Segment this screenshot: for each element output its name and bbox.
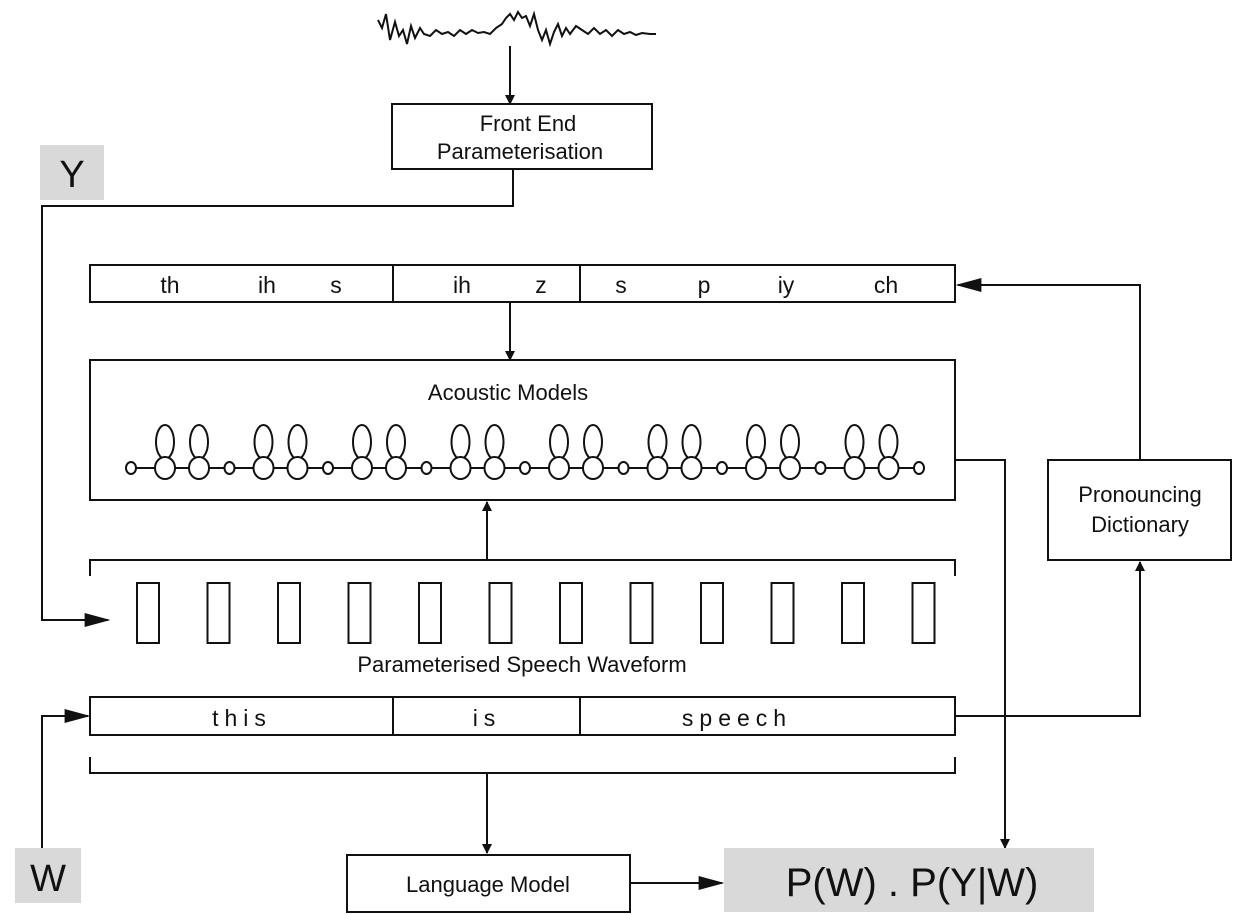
hmm-connector-node: [420, 461, 433, 475]
dictionary-to-phones-line: [955, 278, 1141, 460]
word-sequence-box: [89, 696, 956, 736]
acoustic-models-box: [89, 359, 956, 501]
speech-waveform: [377, 10, 656, 48]
hmm-self-loop: [287, 424, 308, 460]
waveform-frame: [277, 582, 301, 644]
acoustic-to-result-line: [955, 459, 1010, 849]
hmm-connector-node: [125, 461, 137, 475]
waveform-frame: [206, 582, 231, 644]
language-model-box: [346, 854, 631, 913]
phone-sequence-box: [89, 264, 956, 303]
waveform-frame: [700, 582, 724, 644]
result-box: [724, 848, 1094, 912]
language-model-label: Language Model: [406, 872, 570, 897]
param-waveform-label: Parameterised Speech Waveform: [357, 652, 686, 677]
phone-label: ch: [874, 272, 898, 298]
hmm-state: [351, 456, 373, 480]
waveform-frame: [347, 582, 372, 644]
hmm-state: [745, 456, 767, 480]
word-feed-line: [41, 709, 91, 848]
word-label: speech: [682, 705, 792, 731]
hmm-self-loop: [780, 424, 800, 460]
y-badge: [40, 145, 104, 200]
front-end-box: [391, 103, 653, 170]
phone-labels: th ih s ih z s p iy ch: [160, 272, 898, 298]
hmm-connector-node: [716, 461, 728, 475]
acoustic-models-title: Acoustic Models: [428, 380, 588, 405]
hmm-chain: [125, 424, 925, 480]
hmm-self-loop: [155, 424, 175, 460]
hmm-state: [252, 456, 275, 480]
pronouncing-dictionary-label-2: Dictionary: [1091, 512, 1189, 537]
hmm-state: [154, 456, 176, 480]
word-label: is: [473, 705, 502, 731]
waveform-frame: [418, 582, 442, 644]
hmm-self-loop: [583, 424, 603, 460]
front-end-label-2: Parameterisation: [437, 139, 603, 164]
hmm-self-loop: [681, 424, 702, 460]
pronouncing-dictionary-label-1: Pronouncing: [1078, 482, 1202, 507]
waveform-frame: [911, 582, 936, 644]
waveform-frame: [488, 582, 513, 644]
waveform-frames: [136, 582, 936, 644]
waveform-frame: [770, 582, 795, 644]
front-end-label-1: Front End: [480, 111, 577, 136]
hmm-connector-node: [814, 461, 827, 475]
observation-feed-line: [41, 169, 514, 627]
hmm-self-loop: [647, 424, 668, 460]
phone-label: ih: [258, 272, 276, 298]
waveform-frame: [559, 582, 583, 644]
hmm-self-loop: [352, 424, 372, 460]
hmm-state: [680, 456, 703, 480]
y-label: Y: [59, 154, 84, 196]
hmm-self-loop: [484, 424, 505, 460]
word-label: this: [212, 705, 272, 731]
hmm-state: [877, 456, 900, 480]
hmm-connector-node: [617, 461, 630, 475]
hmm-state: [843, 456, 866, 480]
hmm-connector-node: [322, 461, 334, 475]
phone-label: z: [535, 272, 547, 298]
pronouncing-dictionary-box: [1047, 459, 1232, 561]
phone-label: ih: [453, 272, 471, 298]
phone-label: iy: [778, 272, 795, 298]
phone-label: p: [698, 272, 711, 298]
hmm-state: [188, 456, 210, 480]
phone-label: s: [330, 272, 342, 298]
hmm-self-loop: [746, 424, 766, 460]
hmm-state: [286, 456, 309, 480]
words-to-dictionary-line: [955, 561, 1145, 717]
hmm-self-loop: [844, 424, 865, 460]
phone-label: th: [160, 272, 179, 298]
result-formula: P(W) . P(Y|W): [786, 861, 1039, 905]
hmm-state: [646, 456, 669, 480]
hmm-connector-node: [913, 461, 925, 475]
phone-label: s: [615, 272, 627, 298]
hmm-self-loop: [549, 424, 569, 460]
hmm-state: [779, 456, 801, 480]
hmm-self-loop: [386, 424, 406, 460]
hmm-self-loop: [450, 424, 471, 460]
hmm-state: [483, 456, 506, 480]
hmm-self-loop: [878, 424, 899, 460]
hmm-connector-node: [223, 461, 236, 475]
waveform-bracket-top: [89, 559, 956, 576]
w-label: W: [30, 858, 66, 900]
hmm-state: [449, 456, 472, 480]
w-badge: [15, 848, 81, 903]
waveform-frame: [629, 582, 654, 644]
hmm-state: [548, 456, 570, 480]
hmm-connector-node: [519, 461, 531, 475]
word-bracket-bottom: [89, 757, 956, 774]
waveform-frame: [841, 582, 865, 644]
waveform-frame: [136, 582, 160, 644]
hmm-self-loop: [253, 424, 274, 460]
hmm-state: [582, 456, 604, 480]
hmm-state: [385, 456, 407, 480]
hmm-self-loop: [189, 424, 209, 460]
